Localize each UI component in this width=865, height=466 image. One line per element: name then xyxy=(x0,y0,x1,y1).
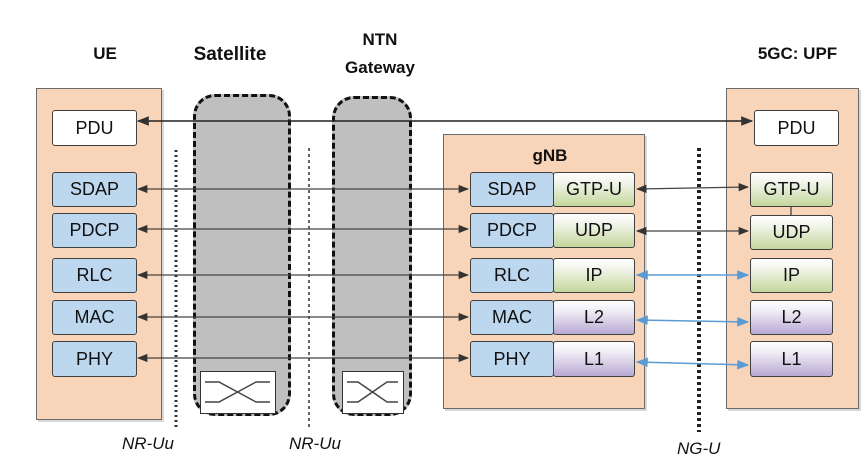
upf-title: 5GC: UPF xyxy=(757,44,838,63)
ue-phy-layer: PHY xyxy=(52,341,137,377)
satellite-title: Satellite xyxy=(193,44,267,65)
gnb-ip-layer: IP xyxy=(553,258,635,293)
gnb-l1-layer: L1 xyxy=(553,341,635,377)
nr-uu-label-1: NR-Uu xyxy=(122,434,174,453)
gnb-rlc-layer: RLC xyxy=(470,258,554,293)
gnb-gtpu-layer: GTP-U xyxy=(553,172,635,207)
gnb-l2-layer: L2 xyxy=(553,300,635,335)
nr-uu-label-2: NR-Uu xyxy=(289,434,341,453)
upf-gtpu-layer: GTP-U xyxy=(750,172,833,207)
satellite-transponder-icon xyxy=(200,371,276,414)
gnb-sdap-layer: SDAP xyxy=(470,172,554,207)
ue-title: UE xyxy=(93,44,117,63)
ue-rlc-layer: RLC xyxy=(52,258,137,293)
ntn-gateway-relay xyxy=(332,96,412,416)
l1-peer-arrow xyxy=(635,357,750,370)
ue-mac-layer: MAC xyxy=(52,300,137,335)
upf-ip-layer: IP xyxy=(750,258,833,293)
ntn-gateway-title-line2: Gateway xyxy=(345,58,415,77)
upf-udp-layer: UDP xyxy=(750,215,833,250)
ntn-gateway-title-line1: NTN xyxy=(362,30,398,49)
ue-pdu-layer: PDU xyxy=(52,110,137,146)
ue-pdcp-layer: PDCP xyxy=(52,213,137,248)
l2-peer-arrow xyxy=(635,315,750,327)
satellite-relay xyxy=(193,94,291,416)
gnb-pdcp-layer: PDCP xyxy=(470,213,554,248)
gnb-mac-layer: MAC xyxy=(470,300,554,335)
upf-pdu-layer: PDU xyxy=(754,110,839,146)
gnb-phy-layer: PHY xyxy=(470,341,554,377)
upf-l2-layer: L2 xyxy=(750,300,833,335)
ng-u-label: NG-U xyxy=(677,439,721,458)
gnb-udp-layer: UDP xyxy=(553,213,635,248)
upf-l1-layer: L1 xyxy=(750,341,833,377)
ntn-gateway-transponder-icon xyxy=(342,371,404,414)
gtpu-peer-arrow xyxy=(635,183,750,193)
ue-sdap-layer: SDAP xyxy=(52,172,137,207)
gnb-title: gNB xyxy=(532,146,568,165)
